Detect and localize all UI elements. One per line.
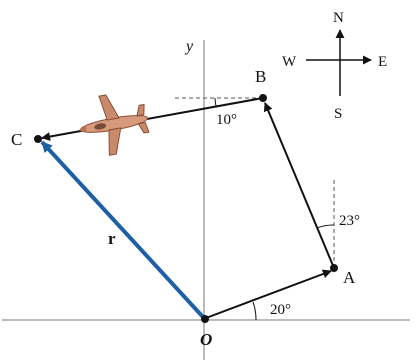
vector-oa	[205, 269, 332, 319]
label-c: C	[11, 130, 22, 149]
angle-arc-10	[214, 97, 217, 107]
angle-label-10: 10°	[216, 112, 237, 128]
point-c	[34, 135, 42, 143]
angle-arc-20	[252, 301, 257, 321]
compass-s: S	[334, 106, 342, 122]
label-o: O	[200, 330, 212, 349]
vector-r	[40, 140, 205, 319]
angle-label-23: 23°	[339, 213, 360, 229]
compass-w: W	[282, 54, 297, 70]
y-axis-label: y	[184, 38, 194, 55]
vector-ab	[263, 102, 335, 269]
point-o	[201, 315, 209, 323]
angle-arc-23	[316, 224, 335, 229]
airplane-icon	[78, 94, 150, 156]
vector-r-label: r	[108, 229, 116, 248]
point-a	[330, 264, 338, 272]
vector-bc	[41, 97, 264, 141]
compass-n: N	[333, 10, 344, 26]
angle-label-20: 20°	[270, 302, 291, 318]
label-a: A	[343, 268, 356, 287]
compass-rose-icon: N S E W	[282, 10, 387, 122]
label-b: B	[255, 67, 266, 86]
compass-e: E	[378, 54, 387, 70]
point-b	[259, 94, 267, 102]
